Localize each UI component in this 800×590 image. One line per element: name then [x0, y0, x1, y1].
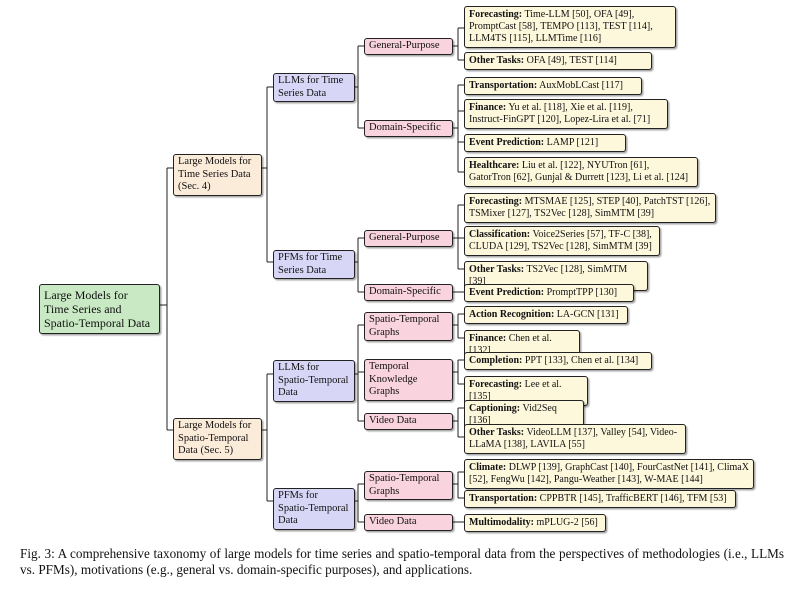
branch-temporal-knowledge-graphs: Temporal Knowledge Graphs	[364, 359, 453, 401]
leaf-healthcare: Healthcare: Liu et al. [122], NYUTron [6…	[464, 157, 698, 187]
leaf-transportation: Transportation: CPPBTR [145], TrafficBER…	[464, 490, 736, 508]
root-node: Large Models for Time Series and Spatio-…	[39, 284, 160, 334]
branch-general-purpose: General-Purpose	[364, 38, 453, 55]
subcategory-pfms-time-series: PFMs for Time Series Data	[273, 250, 355, 279]
category-spatio-temporal: Large Models for Spatio-Temporal Data (S…	[173, 418, 262, 460]
leaf-climate: Climate: DLWP [139], GraphCast [140], Fo…	[464, 459, 754, 489]
connector	[453, 204, 464, 270]
connector	[453, 27, 464, 61]
figure-caption: Fig. 3: A comprehensive taxonomy of larg…	[20, 546, 784, 577]
branch-spatio-temporal-graphs: Spatio-Temporal Graphs	[364, 471, 453, 500]
leaf-other-tasks: Other Tasks: VideoLLM [137], Valley [54]…	[464, 424, 686, 454]
leaf-classification: Classification: Voice2Series [57], TF-C …	[464, 226, 660, 256]
leaf-transportation: Transportation: AuxMobLCast [117]	[464, 77, 642, 95]
leaf-event-prediction: Event Prediction: PromptTPP [130]	[464, 284, 634, 302]
leaf-forecasting: Forecasting: MTSMAE [125], STEP [40], Pa…	[464, 193, 716, 223]
branch-domain-specific: Domain-Specific	[364, 284, 453, 301]
connector	[262, 86, 273, 263]
leaf-completion: Completion: PPT [133], Chen et al. [134]	[464, 352, 652, 370]
connector	[453, 471, 464, 499]
connector	[355, 237, 364, 293]
leaf-action-recognition: Action Recognition: LA-GCN [131]	[464, 306, 628, 324]
connector	[453, 407, 464, 438]
leaf-other-tasks: Other Tasks: OFA [49], TEST [114]	[464, 52, 652, 70]
branch-domain-specific: Domain-Specific	[364, 120, 453, 137]
leaf-event-prediction: Event Prediction: LAMP [121]	[464, 134, 626, 152]
leaf-finance: Finance: Yu et al. [118], Xie et al. [11…	[464, 99, 668, 129]
connector	[262, 373, 273, 502]
tree-connectors	[160, 27, 464, 523]
connector	[355, 45, 364, 129]
leaf-multimodality: Multimodality: mPLUG-2 [56]	[464, 514, 606, 532]
connector	[453, 359, 464, 385]
leaf-forecasting: Forecasting: Time-LLM [50], OFA [49], Pr…	[464, 6, 676, 48]
branch-general-purpose: General-Purpose	[364, 230, 453, 247]
connector	[355, 324, 364, 422]
connector	[453, 84, 464, 173]
branch-video-data: Video Data	[364, 413, 453, 430]
taxonomy-diagram: Large Models for Time Series and Spatio-…	[39, 6, 754, 532]
subcategory-pfms-spatio-temporal: PFMs for Spatio-Temporal Data	[273, 488, 355, 530]
category-time-series: Large Models for Time Series Data (Sec. …	[173, 154, 262, 196]
connector	[160, 167, 173, 431]
subcategory-llms-time-series: LLMs for Time Series Data	[273, 73, 355, 102]
subcategory-llms-spatio-temporal: LLMs for Spatio-Temporal Data	[273, 360, 355, 402]
branch-spatio-temporal-graphs: Spatio-Temporal Graphs	[364, 312, 453, 341]
connector	[453, 313, 464, 339]
branch-video-data: Video Data	[364, 514, 453, 531]
connector	[355, 483, 364, 523]
